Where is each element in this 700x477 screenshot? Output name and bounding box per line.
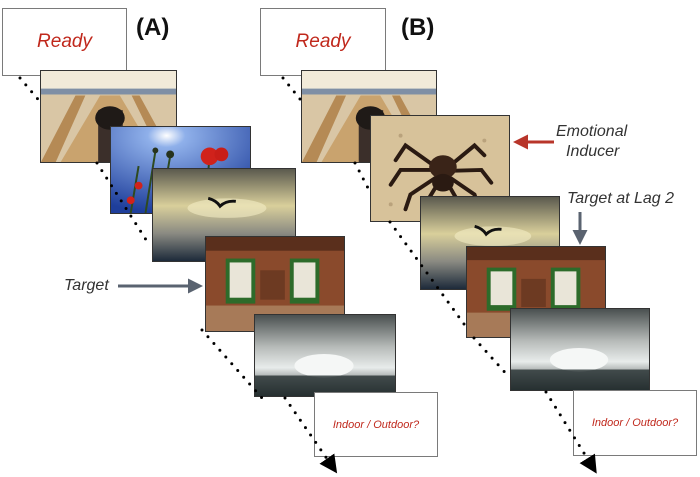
timeline-b-2 — [353, 161, 370, 190]
lag-label: Target at Lag 2 — [567, 190, 675, 207]
target-label: Target — [64, 277, 109, 294]
question-text-b: Indoor / Outdoor? — [591, 417, 679, 429]
question-box-b: Indoor / Outdoor? — [573, 390, 697, 456]
inducer-label-line2: Inducer — [566, 143, 620, 160]
panel-label-b: (B) — [401, 14, 435, 41]
timeline-b-4 — [472, 336, 512, 380]
timeline-a-3 — [200, 328, 264, 400]
photo-bowling-alley-a — [40, 70, 177, 163]
question-box-a: Indoor / Outdoor? — [314, 392, 438, 457]
photo-ocean-waves-b — [510, 308, 650, 391]
panel-label-a: (A) — [136, 14, 170, 41]
ready-text-b: Ready — [295, 31, 351, 52]
question-text-a: Indoor / Outdoor? — [332, 418, 420, 431]
inducer-label: Emotional Inducer — [556, 122, 627, 162]
ready-box-b: Ready — [260, 8, 386, 76]
ready-box-a: Ready — [2, 8, 127, 76]
ready-text-a: Ready — [37, 31, 92, 52]
inducer-label-line1: Emotional — [556, 123, 628, 140]
timeline-a-1 — [18, 76, 44, 106]
photo-ocean-waves-a — [254, 314, 396, 397]
